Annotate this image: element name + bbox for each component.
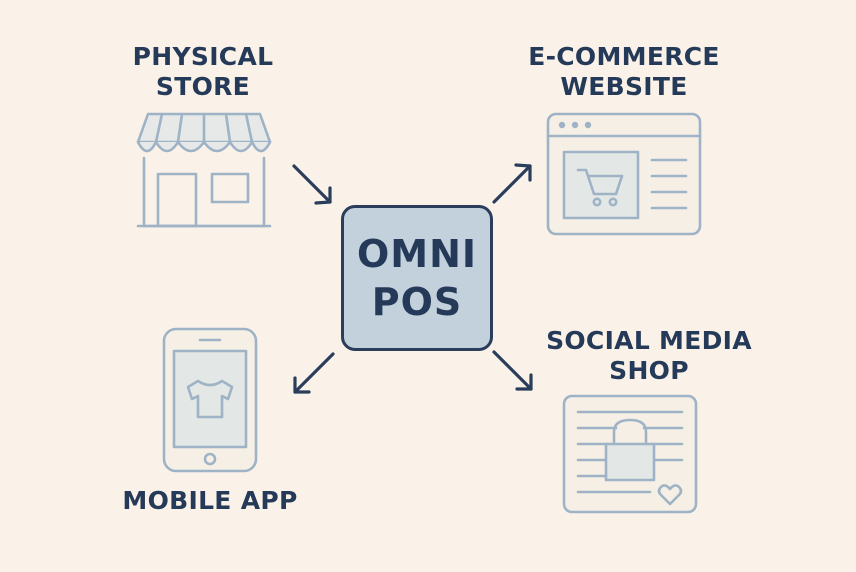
shopping-bag-icon [562, 394, 698, 514]
social-media-label: SOCIAL MEDIA SHOP [544, 326, 754, 386]
arrow-hub-to-ecommerce [492, 163, 532, 204]
omni-pos-hub: OMNI POS [341, 205, 493, 351]
hub-line1: OMNI [356, 232, 478, 276]
social-media-label-line2: SHOP [609, 356, 689, 385]
hub-line2: POS [371, 280, 463, 324]
physical-store-label-line2: STORE [155, 72, 251, 101]
arrow-hub-to-social [492, 350, 533, 391]
mobile-app-label-line1: MOBILE APP [122, 486, 298, 515]
ecommerce-label: E-COMMERCE WEBSITE [524, 42, 724, 102]
ecommerce-label-line1: E-COMMERCE [528, 42, 720, 71]
smartphone-tshirt-icon [162, 327, 258, 473]
social-media-label-line1: SOCIAL MEDIA [546, 326, 752, 355]
store-icon [136, 112, 272, 228]
arrow-hub-to-mobile [293, 352, 335, 394]
browser-cart-icon [546, 112, 702, 236]
mobile-app-label: MOBILE APP [120, 486, 300, 516]
arrow-store-to-hub [292, 164, 332, 205]
physical-store-label: PHYSICAL STORE [118, 42, 288, 102]
physical-store-label-line1: PHYSICAL [132, 42, 274, 71]
ecommerce-label-line2: WEBSITE [560, 72, 688, 101]
